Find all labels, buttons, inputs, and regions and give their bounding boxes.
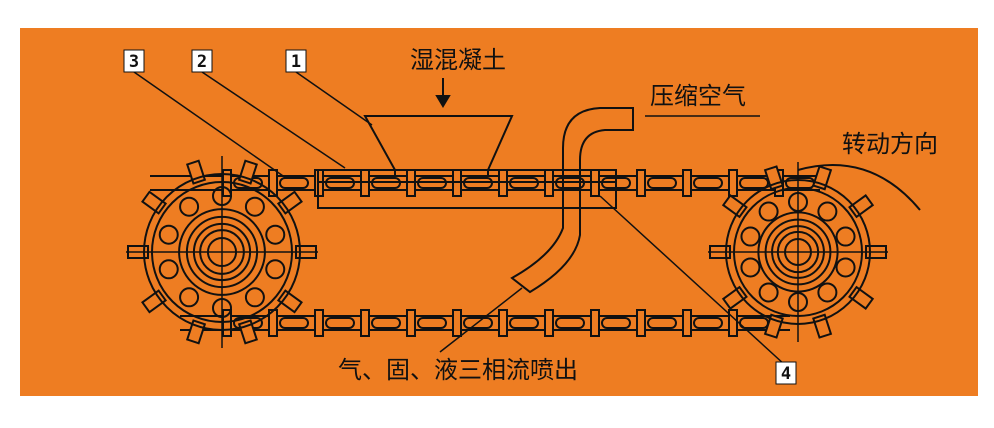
lower-chain-links <box>222 309 769 337</box>
chain-plate <box>728 169 738 197</box>
wet-concrete-label: 湿混凝土 <box>410 46 506 74</box>
chain-plate <box>636 169 646 197</box>
chain-plate <box>222 309 232 337</box>
three-phase-output-label: 气、固、液三相流喷出 <box>338 356 578 384</box>
chain-link <box>325 317 355 329</box>
callout-2: 2 <box>191 49 213 73</box>
rotor-housing <box>317 169 617 209</box>
callout-3: 3 <box>123 49 145 73</box>
chain-plate <box>590 309 600 337</box>
sprocket-icon <box>126 156 318 348</box>
chain-plate <box>636 309 646 337</box>
chain-link <box>555 317 585 329</box>
compressed-air-pipe <box>510 107 634 294</box>
chain-link <box>509 317 539 329</box>
callout-3-label: 3 <box>129 52 139 72</box>
chain-link <box>279 317 309 329</box>
callout-4: 4 <box>775 361 797 385</box>
chain-plate <box>314 309 324 337</box>
chain-plate <box>268 169 278 197</box>
sprocket-icon <box>708 162 888 342</box>
chain-link <box>279 177 309 189</box>
chain-link <box>601 317 631 329</box>
chain-link <box>693 177 723 189</box>
chain-link <box>647 177 677 189</box>
chain-plate <box>682 169 692 197</box>
rotation-arc <box>797 164 921 211</box>
chain-plate <box>728 309 738 337</box>
chain-link <box>371 317 401 329</box>
chain-link <box>739 317 769 329</box>
chain-link <box>417 317 447 329</box>
chain-plate <box>406 309 416 337</box>
chain-plate <box>360 309 370 337</box>
chain-plate <box>682 309 692 337</box>
compressed-air-label: 压缩空气 <box>650 82 746 110</box>
callout-1: 1 <box>285 49 307 73</box>
hopper <box>345 115 540 176</box>
chain-link <box>693 317 723 329</box>
chain-plate <box>544 309 554 337</box>
chain-plate <box>452 309 462 337</box>
rotation-direction-label: 转动方向 <box>842 130 938 158</box>
leader-lines <box>133 71 786 366</box>
chain-link <box>647 317 677 329</box>
chain-link <box>739 177 769 189</box>
callout-4-label: 4 <box>781 364 791 384</box>
callout-2-label: 2 <box>197 52 207 72</box>
callout-1-label: 1 <box>291 52 301 72</box>
arrow-down-icon <box>435 78 451 108</box>
upper-chain <box>150 175 820 191</box>
chain-plate <box>498 309 508 337</box>
